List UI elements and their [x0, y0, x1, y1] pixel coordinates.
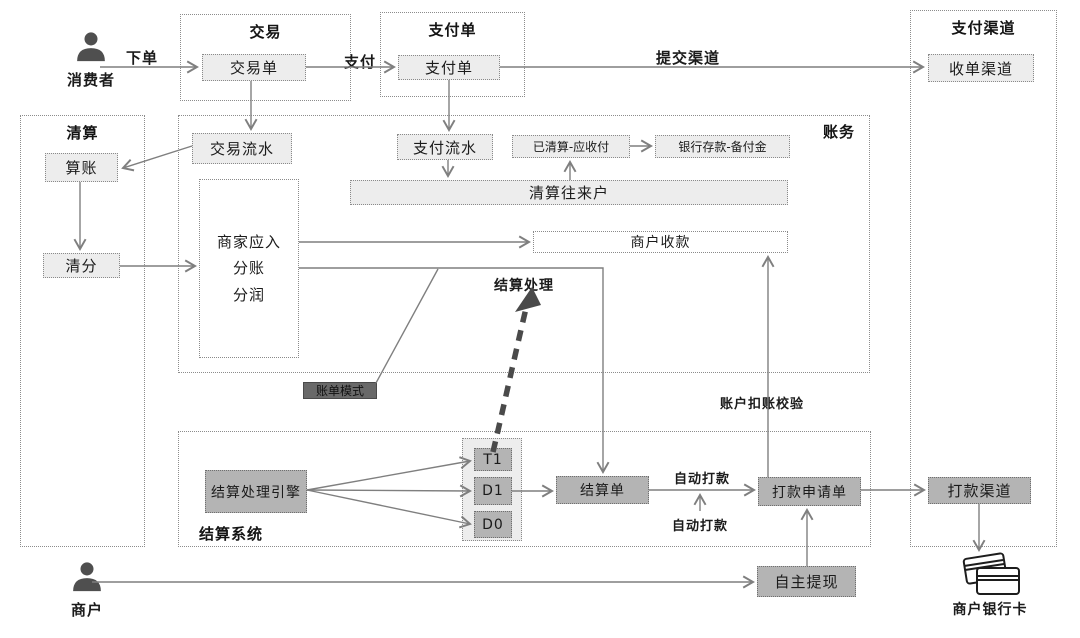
- edge-label-auto-payout-bottom: 自动打款: [672, 519, 729, 534]
- node-payout-request: 打款申请单: [758, 477, 861, 506]
- node-trade-flow: 交易流水: [192, 133, 292, 164]
- edge-label-auto-payout-top: 自动打款: [674, 472, 731, 487]
- edge-label-pay: 支付: [344, 53, 377, 71]
- container-payment-bill-title: 支付单: [428, 21, 477, 39]
- node-trade-order: 交易单: [202, 54, 306, 81]
- node-merchant-due-line2: 分账: [232, 259, 265, 278]
- node-merchant-due-line1: 商家应入: [216, 233, 281, 252]
- actor-merchant-label: 商户: [70, 601, 103, 619]
- node-payment-flow: 支付流水: [397, 134, 493, 160]
- container-trade: 交易: [180, 14, 351, 101]
- actor-merchant-bank-card-label: 商户银行卡: [952, 602, 1028, 618]
- container-payment-bill: 支付单: [380, 12, 525, 97]
- container-clearing: 清算: [20, 115, 145, 547]
- actor-consumer: 消费者: [46, 30, 136, 90]
- node-payout-channel: 打款渠道: [928, 477, 1031, 504]
- node-settlement-order: 结算单: [556, 476, 649, 504]
- container-settlement-system-title: 结算系统: [199, 525, 264, 543]
- node-bill-mode: 账单模式: [303, 382, 377, 399]
- actor-merchant-bank-card: 商户银行卡: [935, 552, 1045, 619]
- actor-consumer-label: 消费者: [66, 71, 115, 89]
- edge-label-submit-channel: 提交渠道: [656, 49, 721, 67]
- node-acquiring-channel: 收单渠道: [928, 54, 1034, 82]
- node-self-withdraw: 自主提现: [757, 566, 856, 597]
- node-d1: D1: [474, 477, 512, 505]
- actor-merchant: 商户: [42, 560, 132, 620]
- node-d0: D0: [474, 511, 512, 538]
- edge-label-account-debit-check: 账户扣账校验: [720, 397, 805, 412]
- container-accounting-title: 账务: [822, 123, 855, 141]
- node-t1: T1: [474, 448, 512, 471]
- node-payment-order: 支付单: [398, 55, 500, 80]
- node-cleared-payable: 已清算-应收付: [512, 135, 630, 158]
- node-merchant-due-line3: 分润: [232, 285, 265, 304]
- node-bank-reserve: 银行存款-备付金: [655, 135, 790, 158]
- person-icon: [70, 562, 104, 598]
- container-payment-channel: 支付渠道: [910, 10, 1057, 547]
- node-merchant-due: 商家应入 分账 分润: [199, 179, 299, 358]
- person-icon: [74, 32, 108, 68]
- bank-cards-icon: [959, 552, 1021, 602]
- node-clearing-account: 清算往来户: [350, 180, 788, 205]
- edge-label-settle-process: 结算处理: [494, 278, 554, 294]
- container-clearing-title: 清算: [66, 124, 99, 142]
- container-trade-title: 交易: [249, 23, 282, 41]
- node-reconcile: 算账: [45, 153, 118, 182]
- container-payment-channel-title: 支付渠道: [951, 19, 1016, 37]
- node-settle-engine: 结算处理引擎: [205, 470, 307, 513]
- edge-label-place-order: 下单: [126, 49, 159, 67]
- node-merchant-receipt: 商户收款: [533, 231, 788, 253]
- node-clear-split: 清分: [43, 253, 120, 278]
